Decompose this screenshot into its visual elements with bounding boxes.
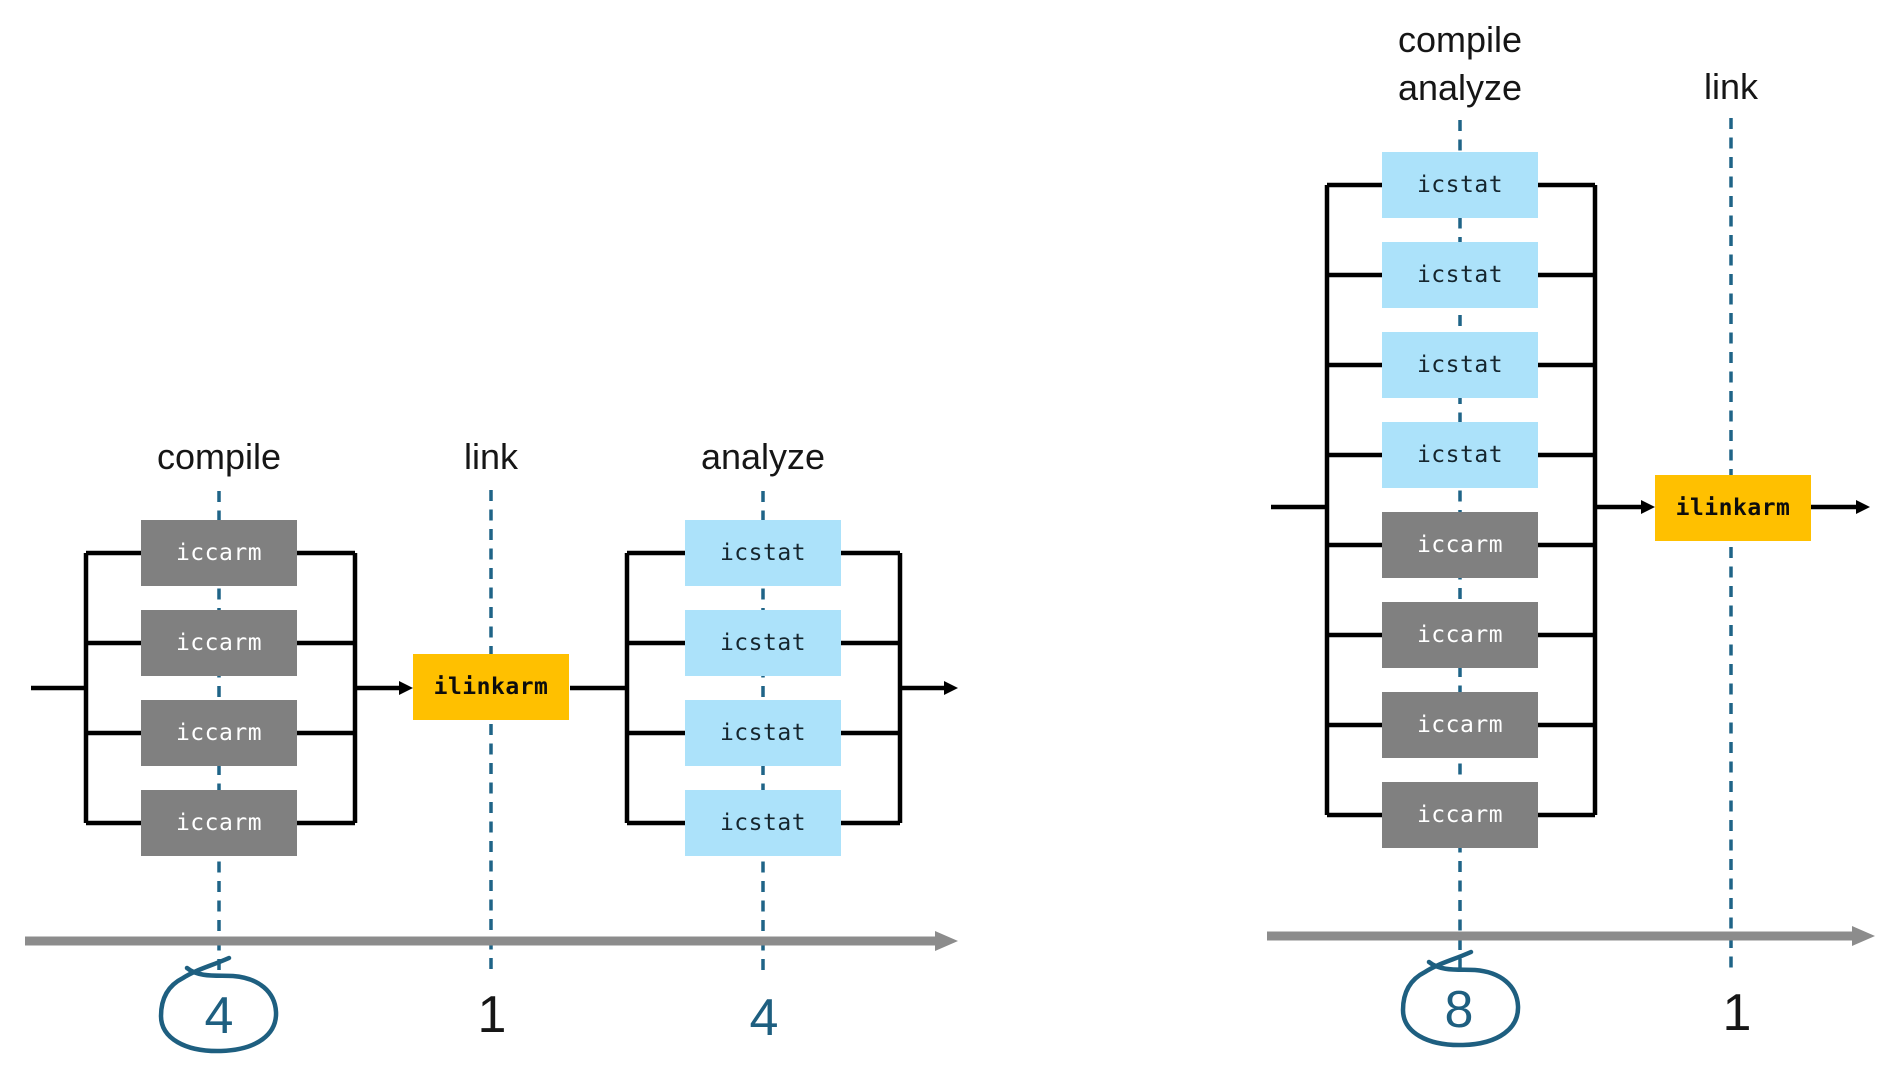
right-analyze-label: analyze <box>1397 67 1523 108</box>
right-analyzer-box-1: icstat <box>1382 152 1538 218</box>
right-compiler-box-2: iccarm <box>1382 602 1538 668</box>
right-compile-label: compile <box>1397 19 1523 60</box>
right-compiler-box-3: iccarm <box>1382 692 1538 758</box>
left-analyze-bracket-right <box>841 550 903 826</box>
right-output-arrow-head-icon <box>1856 500 1870 514</box>
right-timeline-arrow-icon <box>1852 926 1875 946</box>
left-analyzer-box-3: icstat <box>685 700 841 766</box>
left-output-arrow-head-icon <box>944 681 958 695</box>
left-analyze-label: analyze <box>700 436 826 477</box>
right-compile-analyze-count-circle-icon <box>1400 949 1521 1048</box>
left-compile-count: 4 <box>204 987 234 1045</box>
right-compiler-box-4: iccarm <box>1382 782 1538 848</box>
left-compiler-box-2: iccarm <box>141 610 297 676</box>
left-analyzer-box-1: icstat <box>685 520 841 586</box>
right-analyzer-box-4: icstat <box>1382 422 1538 488</box>
left-analyzer-box-2: icstat <box>685 610 841 676</box>
right-compile-analyze-count: 8 <box>1444 981 1474 1039</box>
left-compiler-box-1: iccarm <box>141 520 297 586</box>
left-analyze-count: 4 <box>749 989 779 1047</box>
left-compile-count-circle-icon <box>158 955 279 1054</box>
left-timeline-arrow-icon <box>935 931 958 951</box>
left-linker-box: ilinkarm <box>413 654 569 720</box>
right-analyzer-box-2: icstat <box>1382 242 1538 308</box>
right-link-count: 1 <box>1722 984 1752 1042</box>
right-linker-box: ilinkarm <box>1655 475 1811 541</box>
right-compiler-box-1: iccarm <box>1382 512 1538 578</box>
left-compiler-box-4: iccarm <box>141 790 297 856</box>
right-stack-bracket-right <box>1538 182 1598 818</box>
right-arrow-to-linker-head-icon <box>1641 500 1655 514</box>
left-link-label: link <box>463 436 519 477</box>
right-stack-bracket-left <box>1324 182 1382 818</box>
left-arrow-to-linker-head-icon <box>399 681 413 695</box>
left-compiler-box-3: iccarm <box>141 700 297 766</box>
left-compile-bracket-right <box>297 550 358 826</box>
right-analyzer-box-3: icstat <box>1382 332 1538 398</box>
left-analyzer-box-4: icstat <box>685 790 841 856</box>
left-link-count: 1 <box>477 986 507 1044</box>
left-analyze-bracket-left <box>624 550 685 826</box>
left-compile-bracket-left <box>83 550 141 826</box>
right-link-label: link <box>1703 66 1759 107</box>
left-compile-label: compile <box>156 436 282 477</box>
